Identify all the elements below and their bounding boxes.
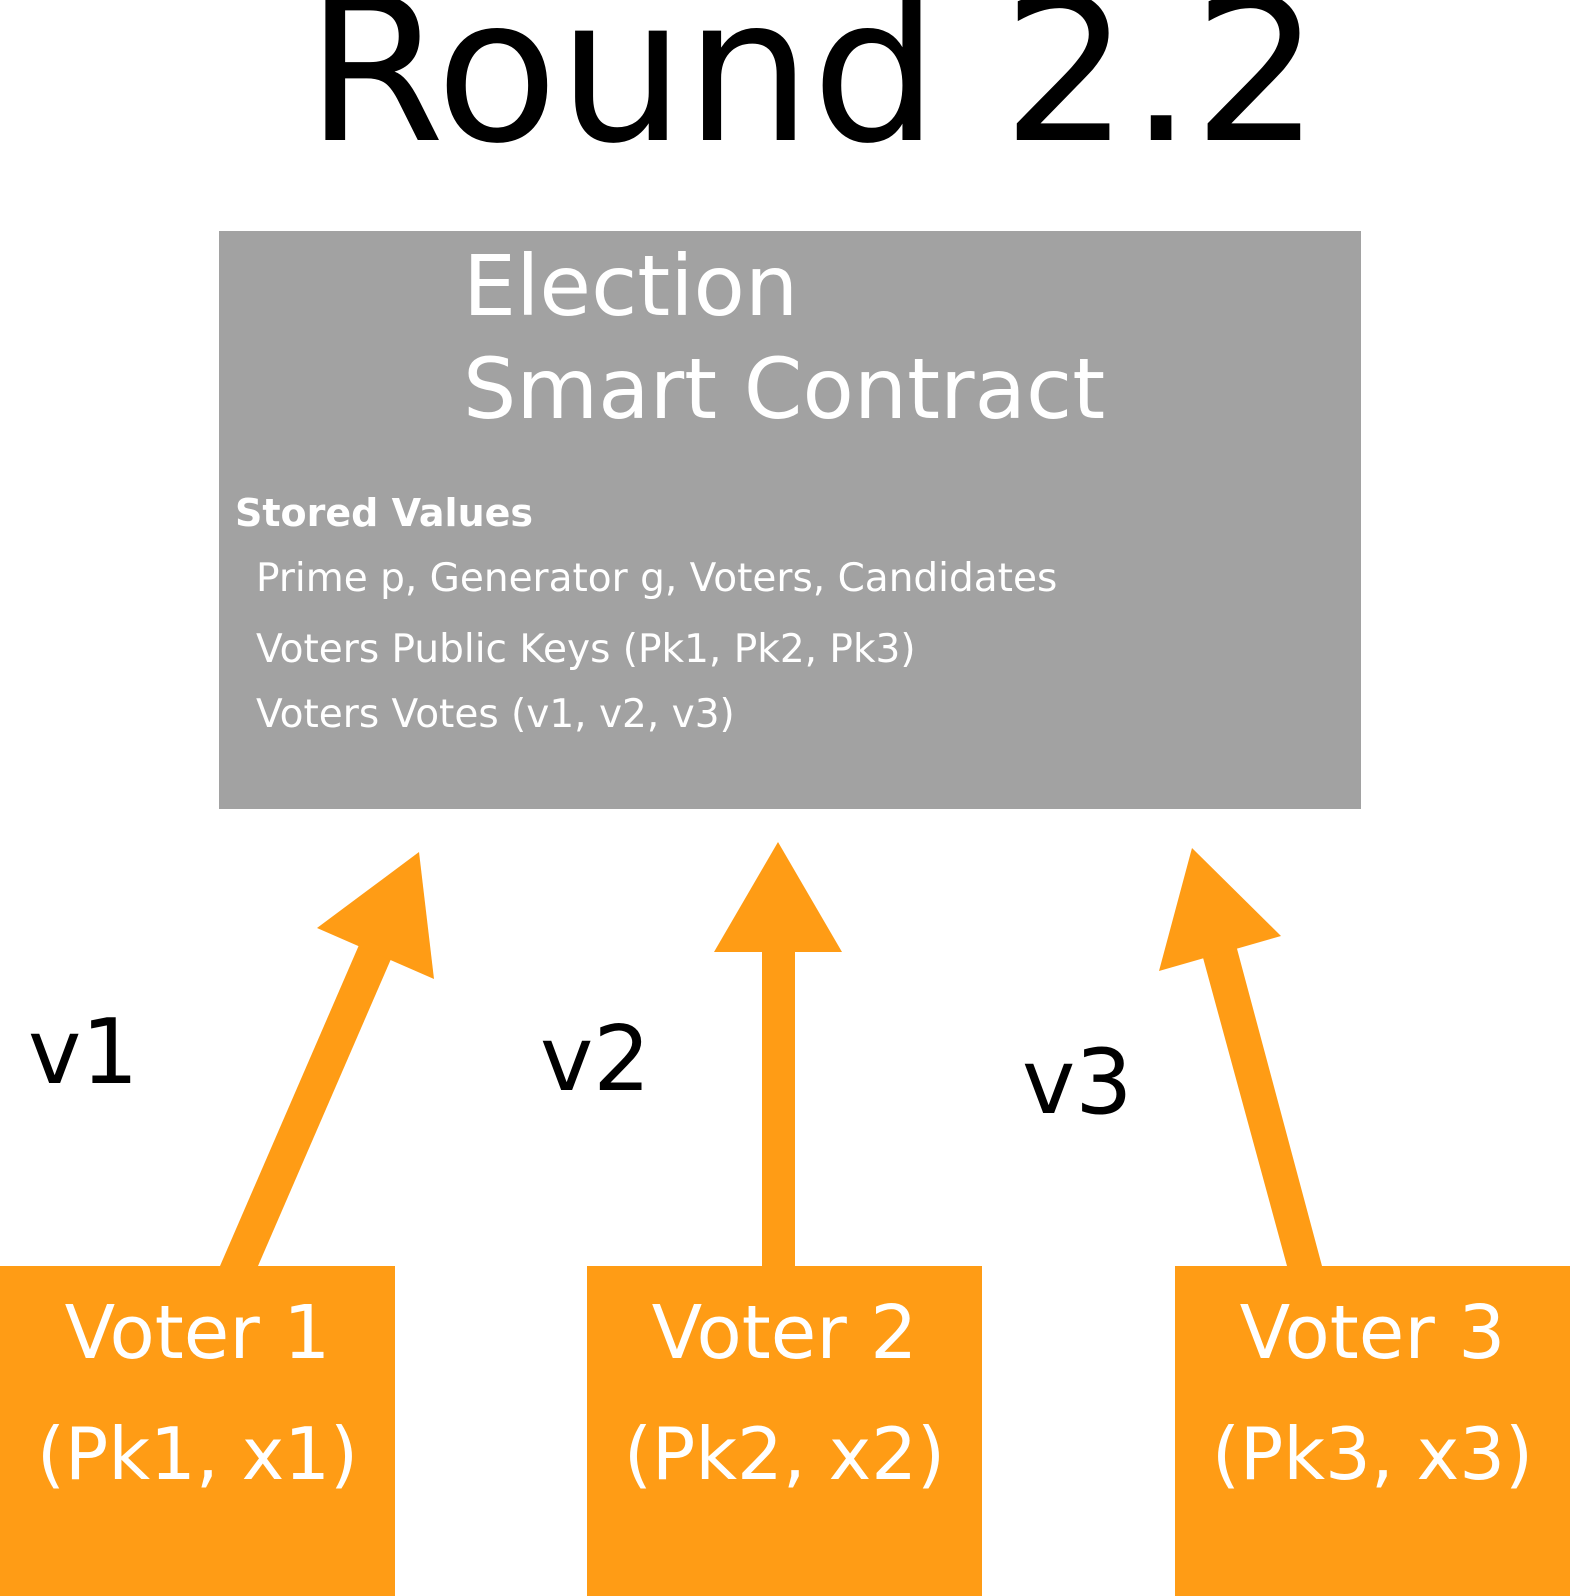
voter-box-2: Voter 2 (Pk2, x2) (587, 1266, 982, 1596)
voter-keys: (Pk1, x1) (36, 1412, 359, 1496)
voter-keys: (Pk3, x3) (1211, 1412, 1534, 1496)
voter-box-1: Voter 1 (Pk1, x1) (0, 1266, 395, 1596)
voter-name: Voter 3 (1239, 1290, 1506, 1376)
vote-label-v2: v2 (540, 1007, 651, 1112)
voter-name: Voter 2 (651, 1290, 918, 1376)
stored-value-item: Voters Public Keys (Pk1, Pk2, Pk3) (256, 627, 916, 672)
vote-label-v3: v3 (1022, 1030, 1133, 1135)
vote-arrow-3 (1159, 848, 1322, 1266)
contract-title-line1: Election (463, 237, 799, 335)
voter-keys: (Pk2, x2) (623, 1412, 946, 1496)
diagram-title: Round 2.2 (305, 0, 1321, 188)
voter-box-3: Voter 3 (Pk3, x3) (1175, 1266, 1570, 1596)
stored-values-heading: Stored Values (235, 491, 534, 535)
stored-value-item: Prime p, Generator g, Voters, Candidates (256, 556, 1058, 601)
vote-arrow-1 (220, 852, 434, 1266)
contract-title-line2: Smart Contract (463, 340, 1106, 438)
vote-label-v1: v1 (28, 1000, 139, 1105)
voter-name: Voter 1 (64, 1290, 331, 1376)
vote-arrow-2 (714, 842, 842, 1266)
stored-value-item: Voters Votes (v1, v2, v3) (256, 692, 735, 737)
election-smart-contract-box (219, 231, 1361, 809)
